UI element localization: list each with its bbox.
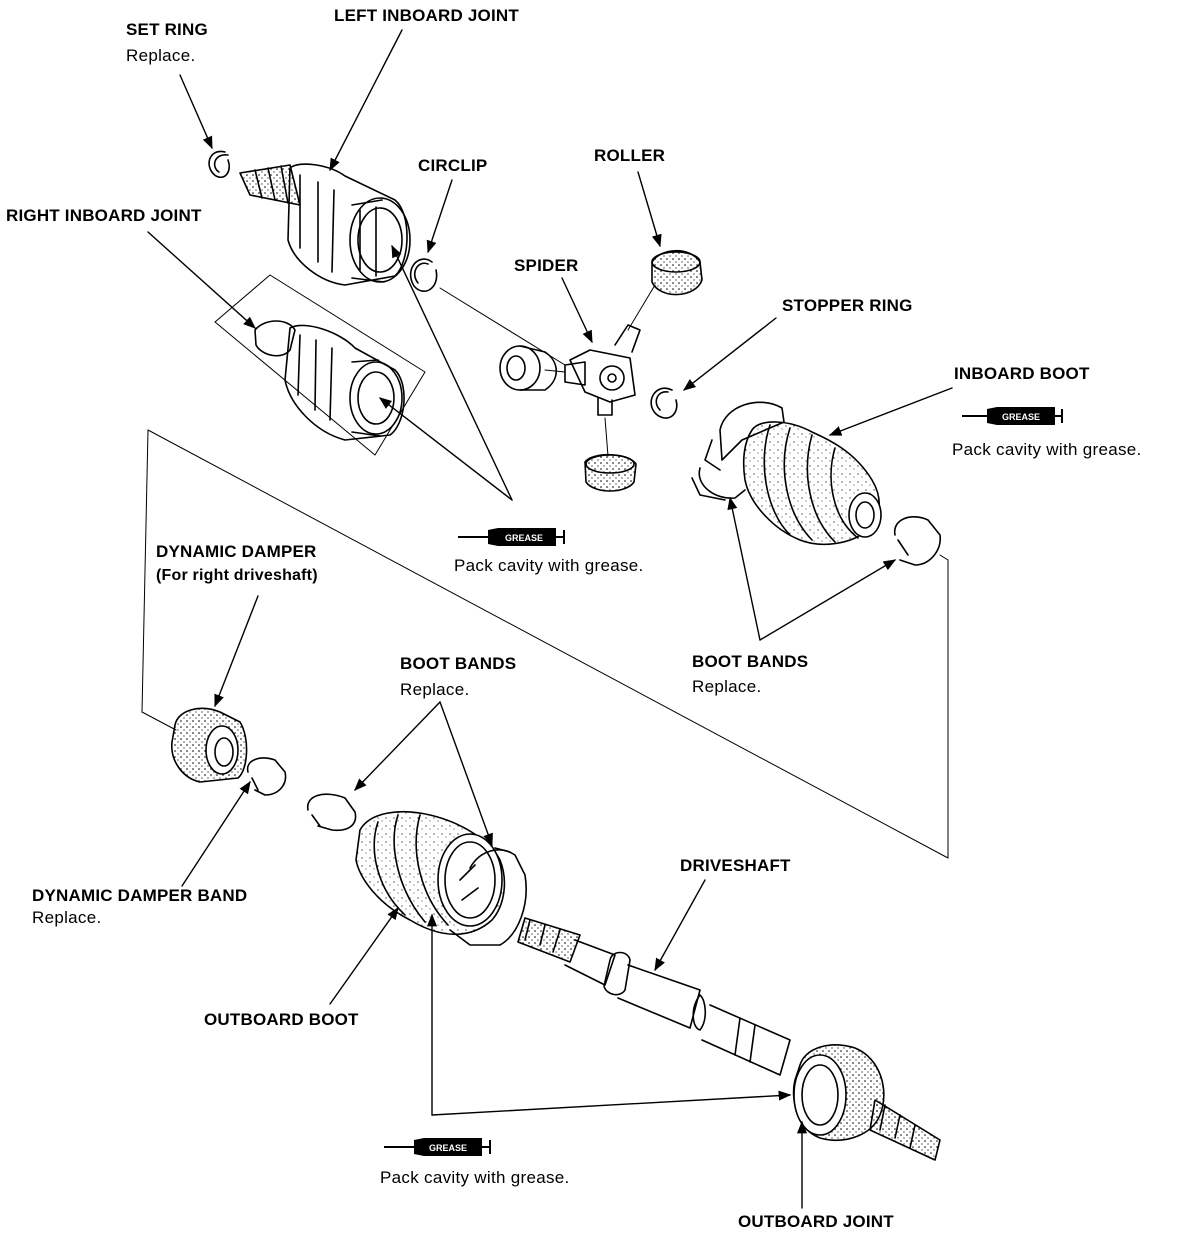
note-set-ring: Replace.	[126, 46, 196, 65]
alignment-lines	[141, 284, 949, 859]
note-dynamic-damper-band: Replace.	[32, 908, 102, 927]
set-ring-part	[208, 150, 231, 178]
label-set-ring: SET RING	[126, 20, 208, 39]
label-dynamic-damper: DYNAMIC DAMPER	[156, 542, 317, 561]
right-inboard-joint-part	[214, 274, 426, 456]
grease-tube-icon: GREASE	[458, 528, 565, 546]
inboard-boot-part	[742, 421, 882, 546]
grease-tube-text: GREASE	[1002, 412, 1040, 422]
dynamic-damper-part	[171, 707, 248, 783]
grease-tube-icon: GREASE	[384, 1138, 491, 1156]
note-boot-bands-right: Replace.	[692, 677, 762, 696]
roller-part	[651, 250, 703, 296]
outboard-large-band-part	[449, 847, 527, 946]
label-circlip: CIRCLIP	[418, 156, 488, 175]
label-roller: ROLLER	[594, 146, 666, 165]
note-inboard-joint-grease: Pack cavity with grease.	[454, 556, 644, 575]
leader-lines	[147, 29, 953, 1209]
note-outboard-grease: Pack cavity with grease.	[380, 1168, 570, 1187]
label-driveshaft: DRIVESHAFT	[680, 856, 791, 875]
outboard-boot-part	[355, 810, 506, 936]
label-dynamic-damper-sub: (For right driveshaft)	[156, 567, 318, 584]
outboard-joint-part	[792, 1044, 941, 1161]
label-boot-bands-right: BOOT BANDS	[692, 652, 809, 671]
label-boot-bands-left: BOOT BANDS	[400, 654, 517, 673]
note-boot-bands-left: Replace.	[400, 680, 470, 699]
dynamic-damper-band-part	[246, 757, 287, 796]
label-right-inboard-joint: RIGHT INBOARD JOINT	[6, 206, 202, 225]
circlip-part	[409, 258, 438, 292]
label-inboard-boot: INBOARD BOOT	[954, 364, 1090, 383]
label-outboard-joint: OUTBOARD JOINT	[738, 1212, 894, 1231]
grease-tube-text: GREASE	[429, 1143, 467, 1153]
spider-part	[499, 324, 641, 416]
outboard-small-band-part	[307, 793, 357, 832]
label-left-inboard-joint: LEFT INBOARD JOINT	[334, 6, 519, 25]
left-inboard-joint-part	[239, 163, 411, 286]
note-inboard-boot-grease: Pack cavity with grease.	[952, 440, 1142, 459]
grease-tube-icon: GREASE	[962, 407, 1063, 425]
lower-roller-part	[584, 453, 637, 492]
label-dynamic-damper-band: DYNAMIC DAMPER BAND	[32, 886, 248, 905]
stopper-ring-part	[650, 387, 678, 419]
label-outboard-boot: OUTBOARD BOOT	[204, 1010, 359, 1029]
grease-tube-text: GREASE	[505, 533, 543, 543]
label-spider: SPIDER	[514, 256, 579, 275]
label-stopper-ring: STOPPER RING	[782, 296, 913, 315]
driveshaft-part	[517, 917, 791, 1076]
inboard-outer-band-part	[894, 516, 941, 566]
